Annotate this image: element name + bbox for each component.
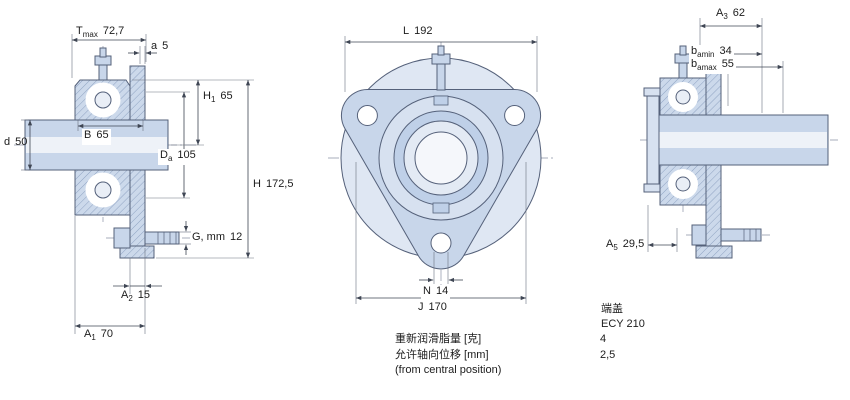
side-cover-view — [640, 18, 838, 259]
dim-bamin: bamin 34 — [689, 45, 734, 62]
note-axial-displacement-value: 2,5 — [600, 349, 616, 361]
dim-value: 29,5 — [622, 238, 645, 250]
dim-value: 170 — [428, 301, 447, 313]
bolt-hole — [504, 105, 526, 126]
dim-a3: A3 62 — [716, 7, 745, 23]
dim-subscript: 2 — [128, 294, 133, 304]
grease-nipple-icon — [431, 45, 451, 91]
dim-symbol: d — [4, 136, 11, 148]
dim-subscript: 1 — [210, 95, 216, 105]
dim-l: L 192 — [403, 25, 432, 41]
set-screw-mark — [432, 202, 450, 214]
dim-symbol: A — [121, 289, 129, 301]
note-central-position: (from central position) — [395, 364, 502, 376]
bearing-ball-bottom — [675, 176, 691, 192]
shaft-highlight — [653, 132, 827, 148]
shaft-bore — [414, 131, 468, 185]
dim-subscript: a — [167, 154, 173, 164]
dim-b: B 65 — [82, 129, 111, 146]
dim-symbol: H — [203, 90, 211, 102]
dim-da: Da 105 — [158, 149, 198, 166]
dim-h1: H1 65 — [203, 90, 233, 106]
bolt-hole — [430, 232, 452, 254]
raceway-gap-bottom — [85, 172, 121, 208]
end-cover-label: 端盖 — [601, 303, 623, 315]
dimension-lines — [27, 37, 251, 329]
flange-plate-upper-section — [129, 65, 146, 121]
bearing-ball-top — [675, 89, 691, 105]
dim-subscript: max — [82, 30, 98, 40]
dim-value: 14 — [435, 285, 449, 297]
dim-symbol: b — [691, 45, 698, 57]
dim-symbol: A — [716, 7, 724, 19]
dim-value: 34 — [719, 45, 732, 57]
end-cover-profile — [643, 87, 661, 193]
bolt-hole — [356, 105, 378, 126]
dim-value: 5 — [162, 40, 169, 52]
dim-d: d 50 — [4, 136, 27, 152]
raceway-gap-top — [85, 82, 121, 118]
bearing-ball-top — [94, 91, 112, 109]
dim-value: 65 — [220, 90, 233, 102]
grease-duct-mark — [433, 95, 449, 106]
flange-plate-lower-section — [129, 169, 146, 259]
dim-symbol: a — [151, 40, 158, 52]
dim-g: G, mm 12 — [192, 231, 242, 247]
dim-subscript: 5 — [613, 243, 618, 253]
dim-value: 12 — [230, 231, 243, 243]
dim-subscript: 3 — [723, 12, 728, 22]
flange-plate-lower-section — [705, 164, 722, 259]
flange-foot — [119, 245, 155, 259]
note-relubrication-value: 4 — [600, 333, 607, 345]
dim-value: 105 — [177, 149, 196, 161]
dim-symbol: b — [691, 58, 698, 70]
dim-symbol: D — [160, 149, 168, 161]
dim-a2: A2 15 — [121, 289, 150, 305]
mounting-bolt — [113, 227, 180, 249]
dim-subscript: amin — [697, 50, 715, 60]
dim-value: 55 — [721, 58, 734, 70]
note-relubrication-label: 重新润滑脂量 [克] — [395, 333, 482, 345]
raceway-gap-top — [668, 82, 698, 112]
dim-symbol: H — [253, 178, 261, 190]
dim-j: J 170 — [416, 301, 449, 318]
note-axial-displacement-label: 允许轴向位移 [mm] — [395, 349, 489, 361]
dim-symbol: L — [403, 25, 410, 37]
dim-bamax: bamax 55 — [689, 58, 736, 75]
dim-subscript: amax — [697, 63, 717, 73]
dim-symbol: A — [606, 238, 614, 250]
grease-nipple-icon — [94, 47, 112, 81]
dim-symbol: B — [84, 129, 92, 141]
dim-n: N 14 — [421, 285, 451, 302]
dim-value: 192 — [414, 25, 433, 37]
dim-symbol: N — [423, 285, 431, 297]
dim-symbol: G, mm — [192, 231, 225, 243]
dim-value: 65 — [96, 129, 109, 141]
dim-symbol: A — [84, 328, 92, 340]
dim-symbol: J — [418, 301, 424, 313]
dim-a1: A1 70 — [84, 328, 113, 344]
front-view — [328, 36, 556, 304]
extension-lines — [344, 36, 538, 304]
dim-value: 15 — [137, 289, 151, 301]
dim-value: 70 — [100, 328, 114, 340]
extension-lines — [21, 34, 254, 334]
side-section-view — [14, 34, 254, 334]
flange-foot — [695, 245, 733, 259]
dim-symbol: T — [76, 25, 83, 37]
raceway-gap-bottom — [668, 169, 698, 199]
dim-value: 50 — [15, 136, 28, 148]
dim-h: H 172,5 — [253, 178, 293, 194]
dim-value: 172,5 — [265, 178, 294, 190]
dim-subscript: 1 — [91, 333, 96, 343]
dim-a5: A5 29,5 — [606, 238, 644, 254]
dim-value: 62 — [732, 7, 746, 19]
end-cover-designation: ECY 210 — [601, 318, 645, 330]
dim-value: 72,7 — [102, 25, 125, 37]
bearing-ball-bottom — [94, 181, 112, 199]
dim-tmax: Tmax 72,7 — [76, 25, 124, 41]
mounting-bolt — [691, 224, 762, 246]
